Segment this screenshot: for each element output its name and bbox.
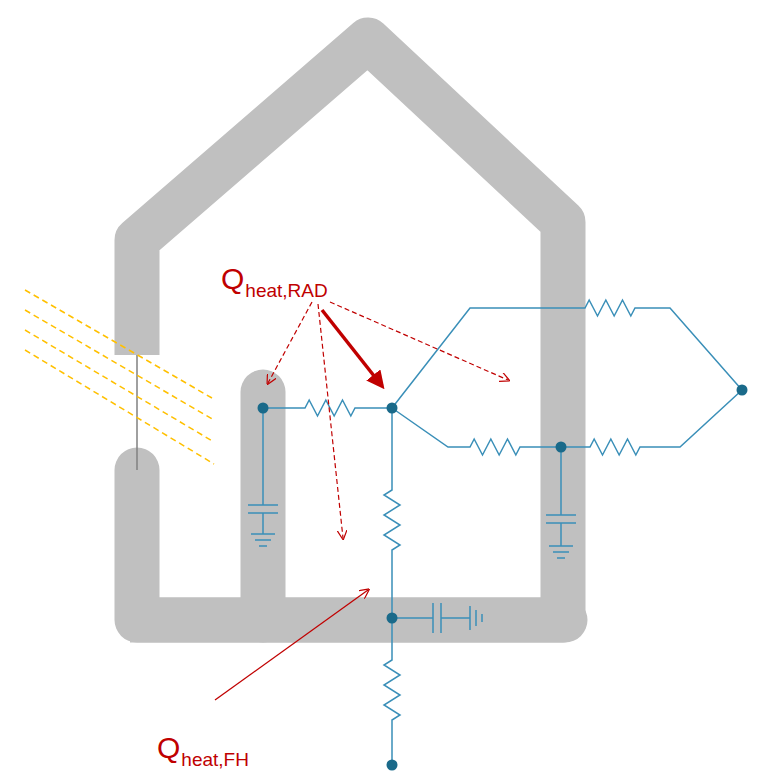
heat-flow-subscript: heat,RAD <box>245 281 327 300</box>
capacitor-symbol <box>546 447 576 558</box>
heat-flow-symbol: Q <box>221 264 244 294</box>
resistor-symbol <box>384 408 400 765</box>
window-pane <box>136 355 138 470</box>
house-walls <box>130 40 565 620</box>
resistor-symbol <box>392 390 742 455</box>
heat-flow-symbol: Q <box>157 733 180 763</box>
capacitor-symbol <box>248 408 278 546</box>
resistor-symbol <box>392 300 742 408</box>
sun-rays <box>25 290 214 464</box>
heat-arrows <box>215 302 508 700</box>
heat-flow-subscript: heat,FH <box>181 750 249 769</box>
rc-network <box>248 300 742 765</box>
network-nodes <box>258 385 748 771</box>
capacitor-symbol <box>392 603 482 633</box>
resistor-symbol <box>263 400 392 416</box>
